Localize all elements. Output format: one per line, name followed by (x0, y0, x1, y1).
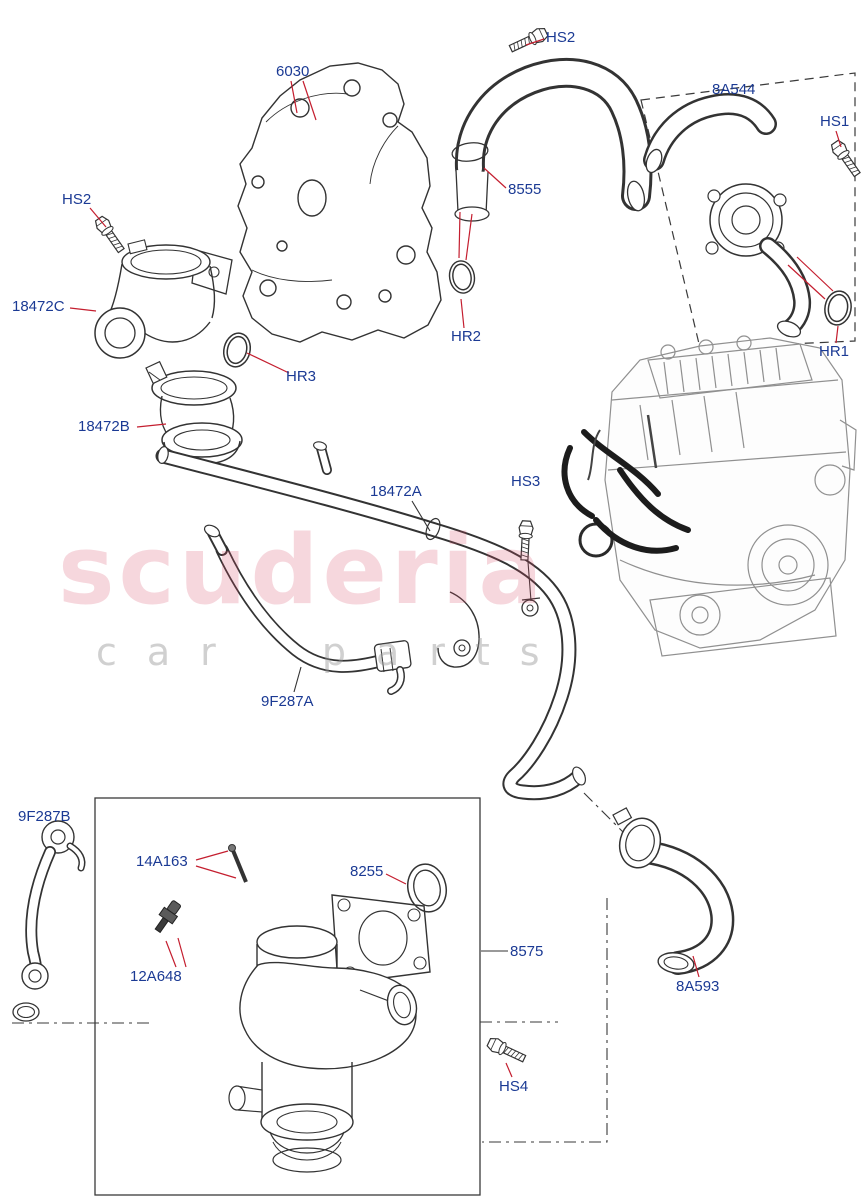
part-label-hs4[interactable]: HS4 (499, 1078, 529, 1095)
part-label-8a544[interactable]: 8A544 (712, 81, 756, 98)
engine-illustration (561, 335, 857, 657)
part-9f287b-drawing (12, 820, 86, 1022)
part-label-18472a[interactable]: 18472A (370, 483, 422, 500)
part-label-8575[interactable]: 8575 (510, 943, 544, 960)
part-label-14a163[interactable]: 14A163 (136, 853, 188, 870)
leader-lines-black (293, 500, 532, 952)
part-14a163-drawing (228, 844, 248, 883)
part-6030-drawing (237, 62, 442, 343)
part-label-18472c[interactable]: 18472C (12, 298, 65, 315)
part-label-hs2-left[interactable]: HS2 (62, 191, 92, 208)
part-8555-drawing (451, 57, 653, 222)
part-label-9f287a[interactable]: 9F287A (261, 693, 314, 710)
part-label-hs1[interactable]: HS1 (820, 113, 850, 130)
part-8a544-drawing (643, 93, 812, 338)
part-label-8255[interactable]: 8255 (350, 863, 384, 880)
part-label-8555[interactable]: 8555 (508, 181, 542, 198)
part-label-hs3[interactable]: HS3 (511, 473, 541, 490)
part-label-hr3[interactable]: HR3 (286, 368, 317, 385)
part-label-hr2[interactable]: HR2 (451, 328, 482, 345)
part-8255-drawing (407, 863, 447, 913)
part-8575-drawing (154, 844, 447, 1173)
part-label-hs2-top[interactable]: HS2 (546, 29, 576, 46)
part-label-6030[interactable]: 6030 (276, 63, 310, 80)
phantom-lines (12, 792, 630, 1143)
leader-lines-red (69, 38, 842, 1078)
dashed-box-8a544 (640, 72, 856, 349)
part-8a593-drawing (612, 807, 735, 975)
part-9f287a-drawing (203, 524, 412, 695)
part-18472c-drawing (94, 239, 233, 359)
part-18472b-drawing (145, 360, 243, 465)
part-12a648-drawing (154, 900, 181, 934)
part-label-12a648[interactable]: 12A648 (130, 968, 182, 985)
part-18472a-drawing (155, 441, 587, 801)
part-label-9f287b[interactable]: 9F287B (18, 808, 71, 825)
part-label-hr1[interactable]: HR1 (819, 343, 850, 360)
part-label-8a593[interactable]: 8A593 (676, 978, 720, 995)
part-label-18472b[interactable]: 18472B (78, 418, 130, 435)
reference-boxes (12, 72, 856, 1196)
solid-box-8575 (94, 797, 481, 1196)
